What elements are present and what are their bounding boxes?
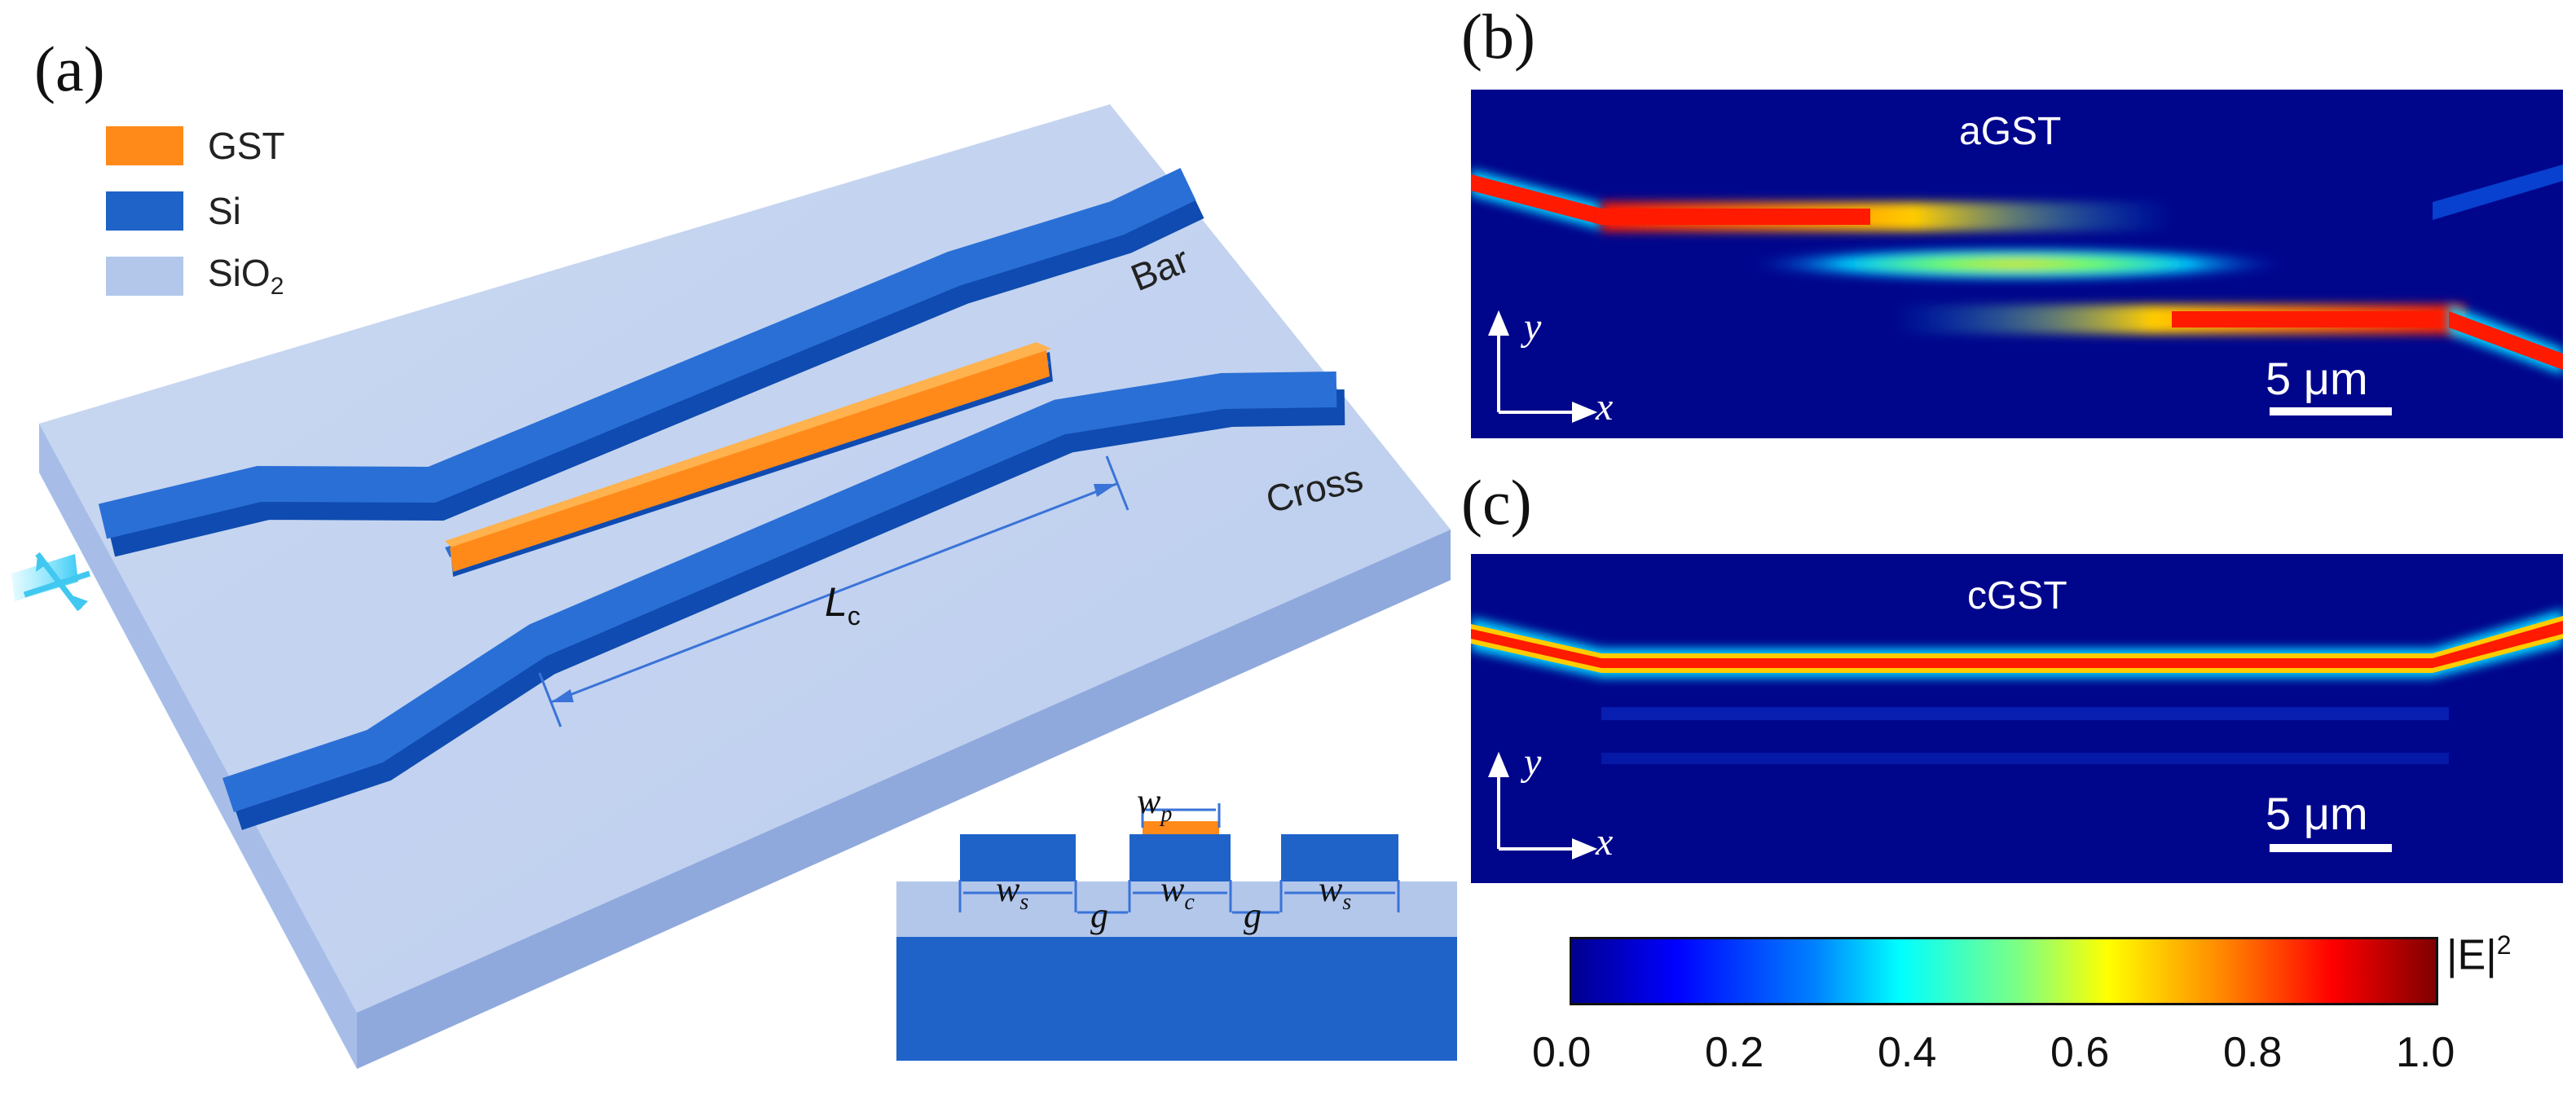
- center-waveguide-width-label: wc: [1160, 869, 1195, 915]
- legend-item-sio2: SiO2: [106, 248, 285, 305]
- field-map-cgst: [1471, 554, 2563, 883]
- gst-swatch: [106, 126, 183, 165]
- legend-label-si: Si: [208, 190, 241, 232]
- panel-label-a: (a): [34, 33, 105, 104]
- colorbar-tick: 0.6: [2050, 1029, 2110, 1076]
- side-waveguide-width-left-label: ws: [996, 869, 1029, 915]
- sio2-swatch: [106, 257, 183, 296]
- waveguide-cross-section: [896, 803, 1457, 1061]
- scale-bar: [2270, 844, 2392, 852]
- coupling-length-label: Lc: [825, 579, 861, 631]
- si-swatch: [106, 191, 183, 231]
- gap-left-label: g: [1090, 895, 1108, 935]
- cgst-axis-y-label: y: [1524, 741, 1542, 784]
- scale-bar: [2270, 407, 2392, 415]
- agst-axis-x-label: x: [1596, 385, 1614, 429]
- legend-item-si: Si: [106, 174, 285, 248]
- legend-label-gst: GST: [208, 125, 285, 167]
- cgst-axis-x-label: x: [1596, 820, 1614, 864]
- gst-loaded-waveguide: [445, 342, 1053, 577]
- patch-width-label: wp: [1137, 781, 1173, 827]
- field-map-agst-title: aGST: [1959, 110, 2062, 153]
- colorbar-tick: 0.8: [2223, 1029, 2283, 1076]
- cgst-scale-label: 5 μm: [2266, 788, 2368, 839]
- axis-indicator: [1488, 310, 1598, 423]
- side-waveguide-width-right-label: ws: [1319, 869, 1352, 915]
- field-map-cgst-title: cGST: [1967, 574, 2067, 618]
- device-schematic: [11, 104, 1451, 1069]
- cross-waveguide: [222, 371, 1345, 830]
- colorbar-ticks: 0.0 0.2 0.4 0.6 0.8 1.0: [1532, 1028, 2455, 1085]
- agst-axis-y-label: y: [1524, 306, 1542, 349]
- field-map-agst: [1471, 90, 2563, 438]
- colorbar: [1570, 937, 2438, 1005]
- colorbar-tick: 0.0: [1532, 1029, 1592, 1076]
- colorbar-tick: 1.0: [2396, 1029, 2455, 1076]
- bar-waveguide: [98, 168, 1204, 557]
- colorbar-quantity-label: |E|2: [2446, 930, 2512, 979]
- colorbar-tick: 0.4: [1878, 1029, 1937, 1076]
- panel-label-b: (b): [1461, 1, 1535, 72]
- material-legend: GST Si SiO2: [106, 117, 285, 305]
- input-light-beam: [11, 552, 91, 612]
- legend-label-sio2: SiO2: [208, 252, 284, 301]
- legend-item-gst: GST: [106, 117, 285, 174]
- coupling-length-dimension: [538, 455, 1129, 728]
- colorbar-tick: 0.2: [1705, 1029, 1764, 1076]
- panel-label-c: (c): [1461, 467, 1532, 538]
- gap-right-label: g: [1244, 895, 1262, 935]
- agst-scale-label: 5 μm: [2266, 353, 2368, 404]
- axis-indicator: [1488, 751, 1598, 859]
